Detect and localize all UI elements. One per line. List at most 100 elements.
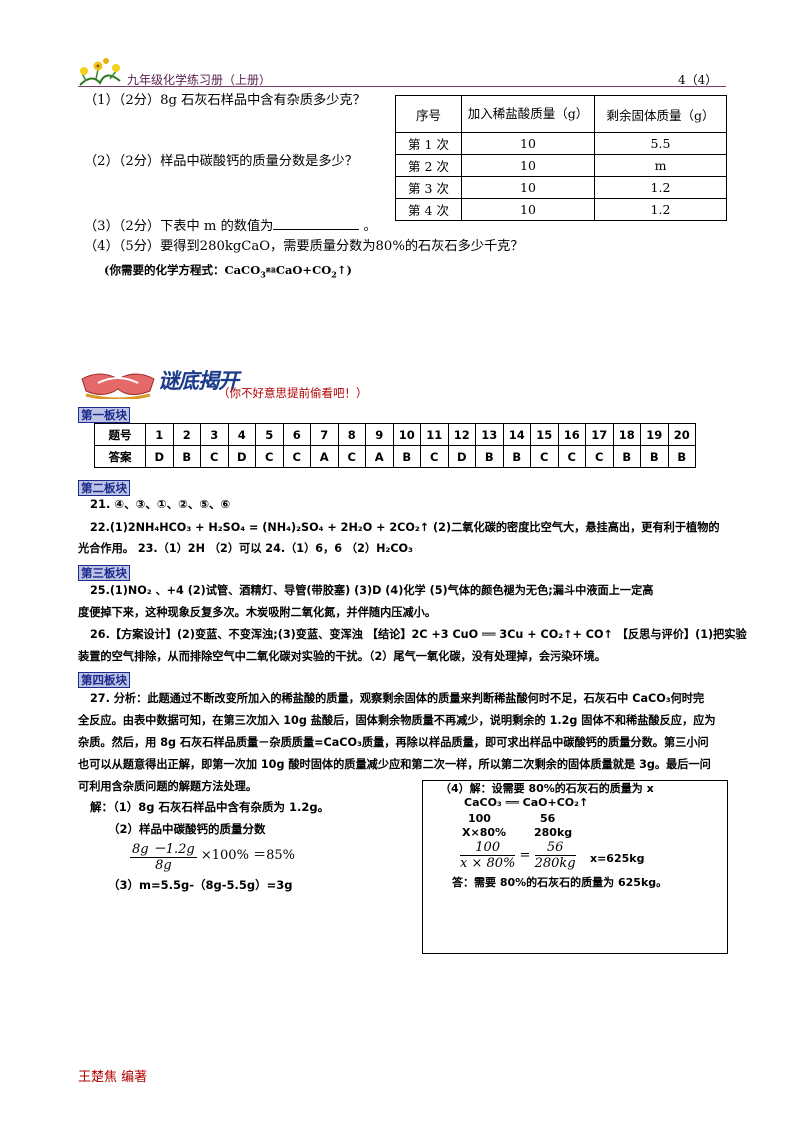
answer-21: 21. ④、③、①、②、⑤、⑥: [90, 497, 231, 511]
table-header-cell: 剩余固体质量（g）: [594, 95, 727, 133]
data-table: 序号 加入稀盐酸质量（g） 剩余固体质量（g） 第 1 次 10 5.5 第 2…: [395, 95, 727, 221]
answer-27-line-3: 杂质。然后，用 8g 石灰石样品质量－杂质质量=CaCO₃质量，再除以样品质量，…: [78, 736, 709, 749]
hint-condition: 高温: [265, 267, 276, 274]
answer-key-answer: C: [420, 445, 449, 468]
solution-fraction: 8g －1.2g 8g: [130, 838, 197, 873]
box-fraction-2-denominator: 280kg: [534, 856, 576, 871]
table-cell: 第 1 次: [395, 132, 462, 155]
answer-key-number: 19: [640, 423, 669, 446]
answer-key-number: 9: [365, 423, 394, 446]
answer-key-answer: B: [612, 445, 641, 468]
box-fraction-1-denominator: x × 80%: [460, 856, 516, 871]
answer-key-answer: A: [365, 445, 394, 468]
table-cell: 5.5: [594, 132, 727, 155]
answer-key-number: 10: [392, 423, 421, 446]
answer-key-number: 8: [337, 423, 366, 446]
answer-key-number: 5: [255, 423, 284, 446]
header-title: 九年级化学练习册（上册）: [127, 73, 272, 87]
table-cell: 10: [461, 132, 595, 155]
answer-key-number: 16: [557, 423, 586, 446]
answer-key-answer: D: [145, 445, 174, 468]
box-proportion: 100 x × 80% = 56 280kg: [460, 840, 576, 871]
answer-27-line-4: 也可以从题意得出正解，即第一次加 10g 酸时固体的质量减少应和第二次一样，所以…: [78, 758, 711, 771]
banner-subtitle: （你不好意思提前偷看吧！）: [218, 386, 368, 400]
section-label-1: 第一板块: [78, 407, 130, 423]
section-label-4: 第四板块: [78, 672, 130, 688]
answer-26-line-1: 26.【方案设计】(2)变蓝、不变浑浊;(3)变蓝、变浑浊 【结论】2C +3 …: [90, 628, 747, 641]
answer-26-line-2: 装置的空气排除，从而排除空气中二氧化碳对实验的干扰。（2）尾气一氧化碳，没有处理…: [78, 650, 606, 663]
box-value-100: 100: [468, 812, 491, 825]
table-cell: 1.2: [594, 176, 727, 199]
header-page-number: 4（4）: [678, 73, 718, 87]
box-value-280kg: 280kg: [534, 826, 573, 839]
table-cell: 第 2 次: [395, 154, 462, 177]
question-3-end: 。: [363, 219, 377, 234]
box-fraction-2-numerator: 56: [534, 840, 576, 856]
answer-key-number: 15: [530, 423, 559, 446]
answer-key-answer: D: [227, 445, 256, 468]
answer-key-number: 14: [502, 423, 531, 446]
solution-formula: 8g －1.2g 8g ×100% ＝85%: [130, 838, 295, 873]
answer-key-number: 12: [447, 423, 476, 446]
table-cell: 1.2: [594, 198, 727, 221]
answer-key-answer: B: [640, 445, 669, 468]
answer-blank: [273, 216, 360, 230]
box-conclusion: 答：需要 80%的石灰石的质量为 625kg。: [452, 876, 668, 889]
question-3-text: （3）（2分）下表中 m 的数值为: [84, 219, 274, 234]
box-result: x=625kg: [590, 852, 645, 865]
answer-25-line-1: 25.(1)NO₂ 、+4 (2)试管、酒精灯、导管(带胶塞) (3)D (4)…: [90, 584, 654, 597]
table-header-row: 序号 加入稀盐酸质量（g） 剩余固体质量（g）: [395, 95, 727, 133]
answer-key-answer: B: [475, 445, 504, 468]
table-row: 第 3 次 10 1.2: [395, 176, 727, 199]
solution-part-1: 解：（1）8g 石灰石样品中含有杂质为 1.2g。: [90, 800, 330, 814]
box-value-x80: X×80%: [462, 826, 507, 839]
answer-22-line-1: 22.(1)2NH₄HCO₃ + H₂SO₄ = (NH₄)₂SO₄ + 2H₂…: [90, 521, 720, 534]
solution-box: [422, 780, 728, 954]
answer-key-number: 7: [310, 423, 339, 446]
header-flower-logo: [79, 58, 121, 86]
answer-key-answer: C: [557, 445, 586, 468]
answer-key-number: 18: [612, 423, 641, 446]
answer-key-row-label: 答案: [94, 445, 146, 468]
answer-key-answer: C: [255, 445, 284, 468]
answer-key-number: 4: [227, 423, 256, 446]
box-line-2: CaCO₃ ══ CaO+CO₂↑: [464, 796, 589, 809]
answer-key-number: 17: [585, 423, 614, 446]
solution-fraction-result: ×100% ＝85%: [200, 848, 295, 863]
box-fraction-2: 56 280kg: [534, 840, 576, 871]
table-row: 第 4 次 10 1.2: [395, 198, 727, 221]
answer-key-number: 11: [420, 423, 449, 446]
question-3: （3）（2分）下表中 m 的数值为 。: [84, 216, 377, 236]
answer-key-answer: B: [502, 445, 531, 468]
box-fraction-1: 100 x × 80%: [460, 840, 516, 871]
answer-key-answer: C: [337, 445, 366, 468]
table-cell: 第 4 次: [395, 198, 462, 221]
table-cell: 第 3 次: [395, 176, 462, 199]
table-row: 第 1 次 10 5.5: [395, 132, 727, 155]
answer-27-line-5: 可利用含杂质问题的解题方法处理。: [78, 780, 258, 793]
answer-key-answer: C: [530, 445, 559, 468]
footer-author: 王楚焦 编著: [78, 1070, 148, 1085]
table-cell: 10: [461, 176, 595, 199]
answer-key-answer: A: [310, 445, 339, 468]
answer-key-answer-row: 答案 D B C D C C A C A B C D B B C C C B B…: [94, 445, 696, 468]
answer-22-line-2: 光合作用。 23.（1）2H （2）可以 24.（1）6，6 （2）H₂CO₃: [78, 542, 413, 555]
answer-key-answer: D: [447, 445, 476, 468]
box-value-56: 56: [540, 812, 556, 825]
table-header-cell: 序号: [395, 95, 462, 133]
hint-part-1: (你需要的化学方程式：CaCO: [104, 263, 261, 277]
box-line-1: （4）解：设需要 80%的石灰石的质量为 x: [440, 782, 654, 795]
answer-key-answer: B: [172, 445, 201, 468]
question-2: （2）（2分）样品中碳酸钙的质量分数是多少？: [84, 154, 358, 169]
answer-key-answer: C: [282, 445, 311, 468]
answer-key-table: 题号 1 2 3 4 5 6 7 8 9 10 11 12 13 14 15 1…: [94, 423, 696, 468]
answer-key-row-label: 题号: [94, 423, 146, 446]
question-1: （1）（2分）8g 石灰石样品中含有杂质多少克？: [84, 93, 366, 108]
answer-key-number: 13: [475, 423, 504, 446]
table-cell: 10: [461, 198, 595, 221]
solution-fraction-denominator: 8g: [155, 858, 172, 873]
box-fraction-1-numerator: 100: [460, 840, 516, 856]
hint-part-2: CaO+CO: [275, 263, 332, 277]
banner-title: 谜底揭开: [158, 369, 239, 393]
answer-key-number: 6: [282, 423, 311, 446]
